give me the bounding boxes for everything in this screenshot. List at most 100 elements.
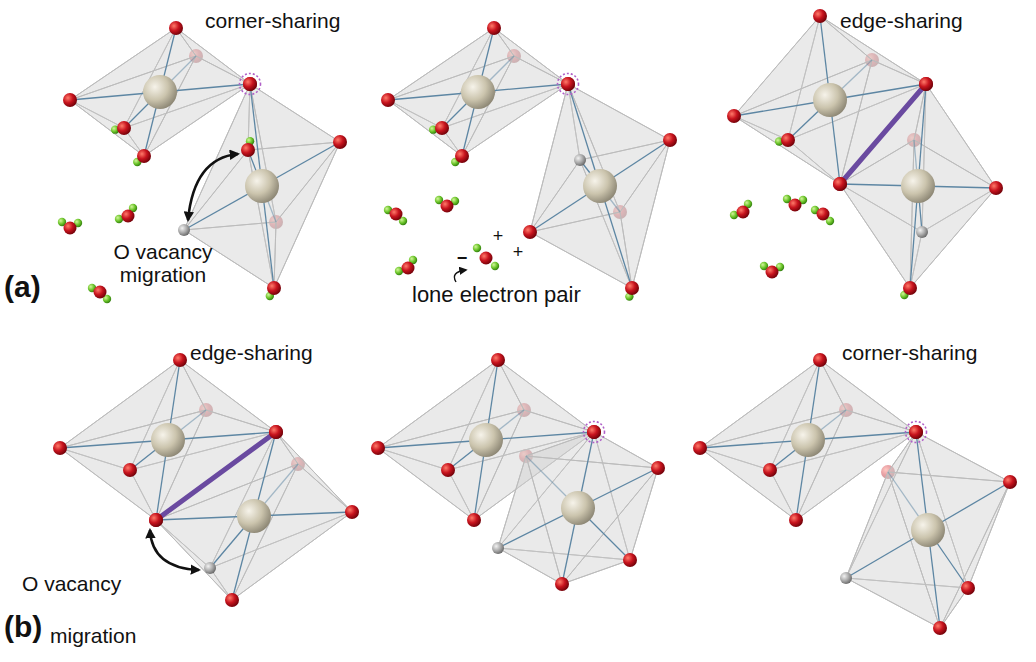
oxygen-atom (64, 222, 77, 235)
oxygen-atom (1003, 475, 1017, 489)
oxygen-atom (402, 262, 415, 275)
leader-arrow (454, 270, 466, 282)
oxygen-atom (763, 463, 777, 477)
octahedron-face (700, 410, 846, 520)
water-molecule (783, 195, 807, 212)
panel-title: corner-sharing (205, 9, 340, 33)
back-atoms (189, 49, 921, 479)
panel-letter: (b) (4, 610, 42, 645)
oxygen-atom (813, 9, 827, 23)
oxygen-atom (455, 149, 469, 163)
water-molecule (473, 244, 499, 270)
oxygen-atom (333, 135, 347, 149)
water-molecule (115, 204, 137, 223)
oxygen-atom (243, 77, 257, 91)
shared-corner-ring (906, 422, 927, 443)
oxygen-atom (441, 463, 455, 477)
oxygen-atom (269, 425, 283, 439)
oxygen-atom (663, 133, 677, 147)
octahedron-face (378, 410, 524, 520)
metal-atom (469, 423, 503, 457)
octahedron-face (70, 56, 196, 156)
oxygen-atom (623, 553, 637, 567)
oxygen-atom (269, 425, 283, 439)
shared-corner-ring (558, 74, 579, 95)
oxygen-atom (117, 121, 131, 135)
metal-atom (791, 423, 825, 457)
octahedron-face (274, 142, 340, 288)
water-molecule (760, 262, 784, 279)
oxygen-atom (480, 252, 493, 265)
atoms (53, 9, 1017, 635)
arrows (150, 154, 466, 570)
oxygen-vacancy (492, 542, 504, 554)
metal-atom (583, 169, 617, 203)
oxygen-atom (909, 425, 923, 439)
oxygen-atom (817, 208, 830, 221)
panel-title: edge-sharing (190, 341, 313, 365)
metal-atom (461, 75, 495, 109)
shared-edges (156, 84, 926, 520)
oxygen-atom (833, 177, 847, 191)
octahedron-face (734, 60, 872, 184)
oxygen-atom (919, 77, 933, 91)
migration-arrow (188, 154, 238, 220)
metal-atom (237, 499, 271, 533)
oxygen-atom (989, 181, 1003, 195)
oxygen-atom (441, 200, 454, 213)
panel-title: corner-sharing (842, 341, 977, 365)
oxygen-atom (933, 621, 947, 635)
oxygen-atom (123, 463, 137, 477)
oxygen-atom (909, 425, 923, 439)
annotation: lone electron pair (412, 282, 581, 307)
oxygen-atom (122, 210, 135, 223)
oxygen-atom (487, 21, 501, 35)
octahedron-face (498, 456, 562, 584)
shared-corner-rings (240, 74, 927, 443)
water-molecule (730, 200, 752, 219)
panel-title: edge-sharing (840, 9, 963, 33)
oxygen-atom (789, 513, 803, 527)
oxygen-atom (813, 353, 827, 367)
oxygen-atom (737, 206, 750, 219)
annotation: O vacancy migration (108, 240, 218, 286)
oxygen-atom (63, 93, 77, 107)
octahedron-face (388, 56, 514, 156)
oxygen-atom (491, 353, 505, 367)
oxygen-atom (381, 93, 395, 107)
oxygen-atom (173, 353, 187, 367)
octahedron-face (530, 212, 632, 288)
metal-atom (561, 491, 595, 525)
water-molecule (58, 218, 82, 235)
shared-edge (840, 84, 926, 184)
water-molecule (435, 196, 459, 213)
metal-atom (143, 75, 177, 109)
oxygen-atom (555, 577, 569, 591)
shared-corner-ring (240, 74, 261, 95)
oxygen-atom (587, 425, 601, 439)
oxygen-atom (390, 208, 403, 221)
charge-sign: − (457, 248, 468, 269)
oxygen-atom (561, 77, 575, 91)
oxygen-atom (345, 505, 359, 519)
migration-arrow (150, 530, 199, 570)
oxygen-atom (241, 143, 255, 157)
metal-atom (901, 169, 935, 203)
annotation: O vacancy migration (22, 558, 190, 662)
oxygen-atom (919, 77, 933, 91)
octahedron-faces (60, 16, 1010, 628)
oxygen-atom (766, 266, 779, 279)
hydrogen-atom (473, 244, 481, 252)
hydrogen-atom (491, 262, 499, 270)
oxygen-vacancy (204, 562, 216, 574)
charge-sign: + (493, 226, 504, 247)
oxygen-atom (727, 109, 741, 123)
oxygen-atom (833, 177, 847, 191)
oxygen-atom (225, 593, 239, 607)
water-molecule (395, 256, 417, 275)
oxygen-atom (561, 77, 575, 91)
oxygen-atom (267, 281, 281, 295)
